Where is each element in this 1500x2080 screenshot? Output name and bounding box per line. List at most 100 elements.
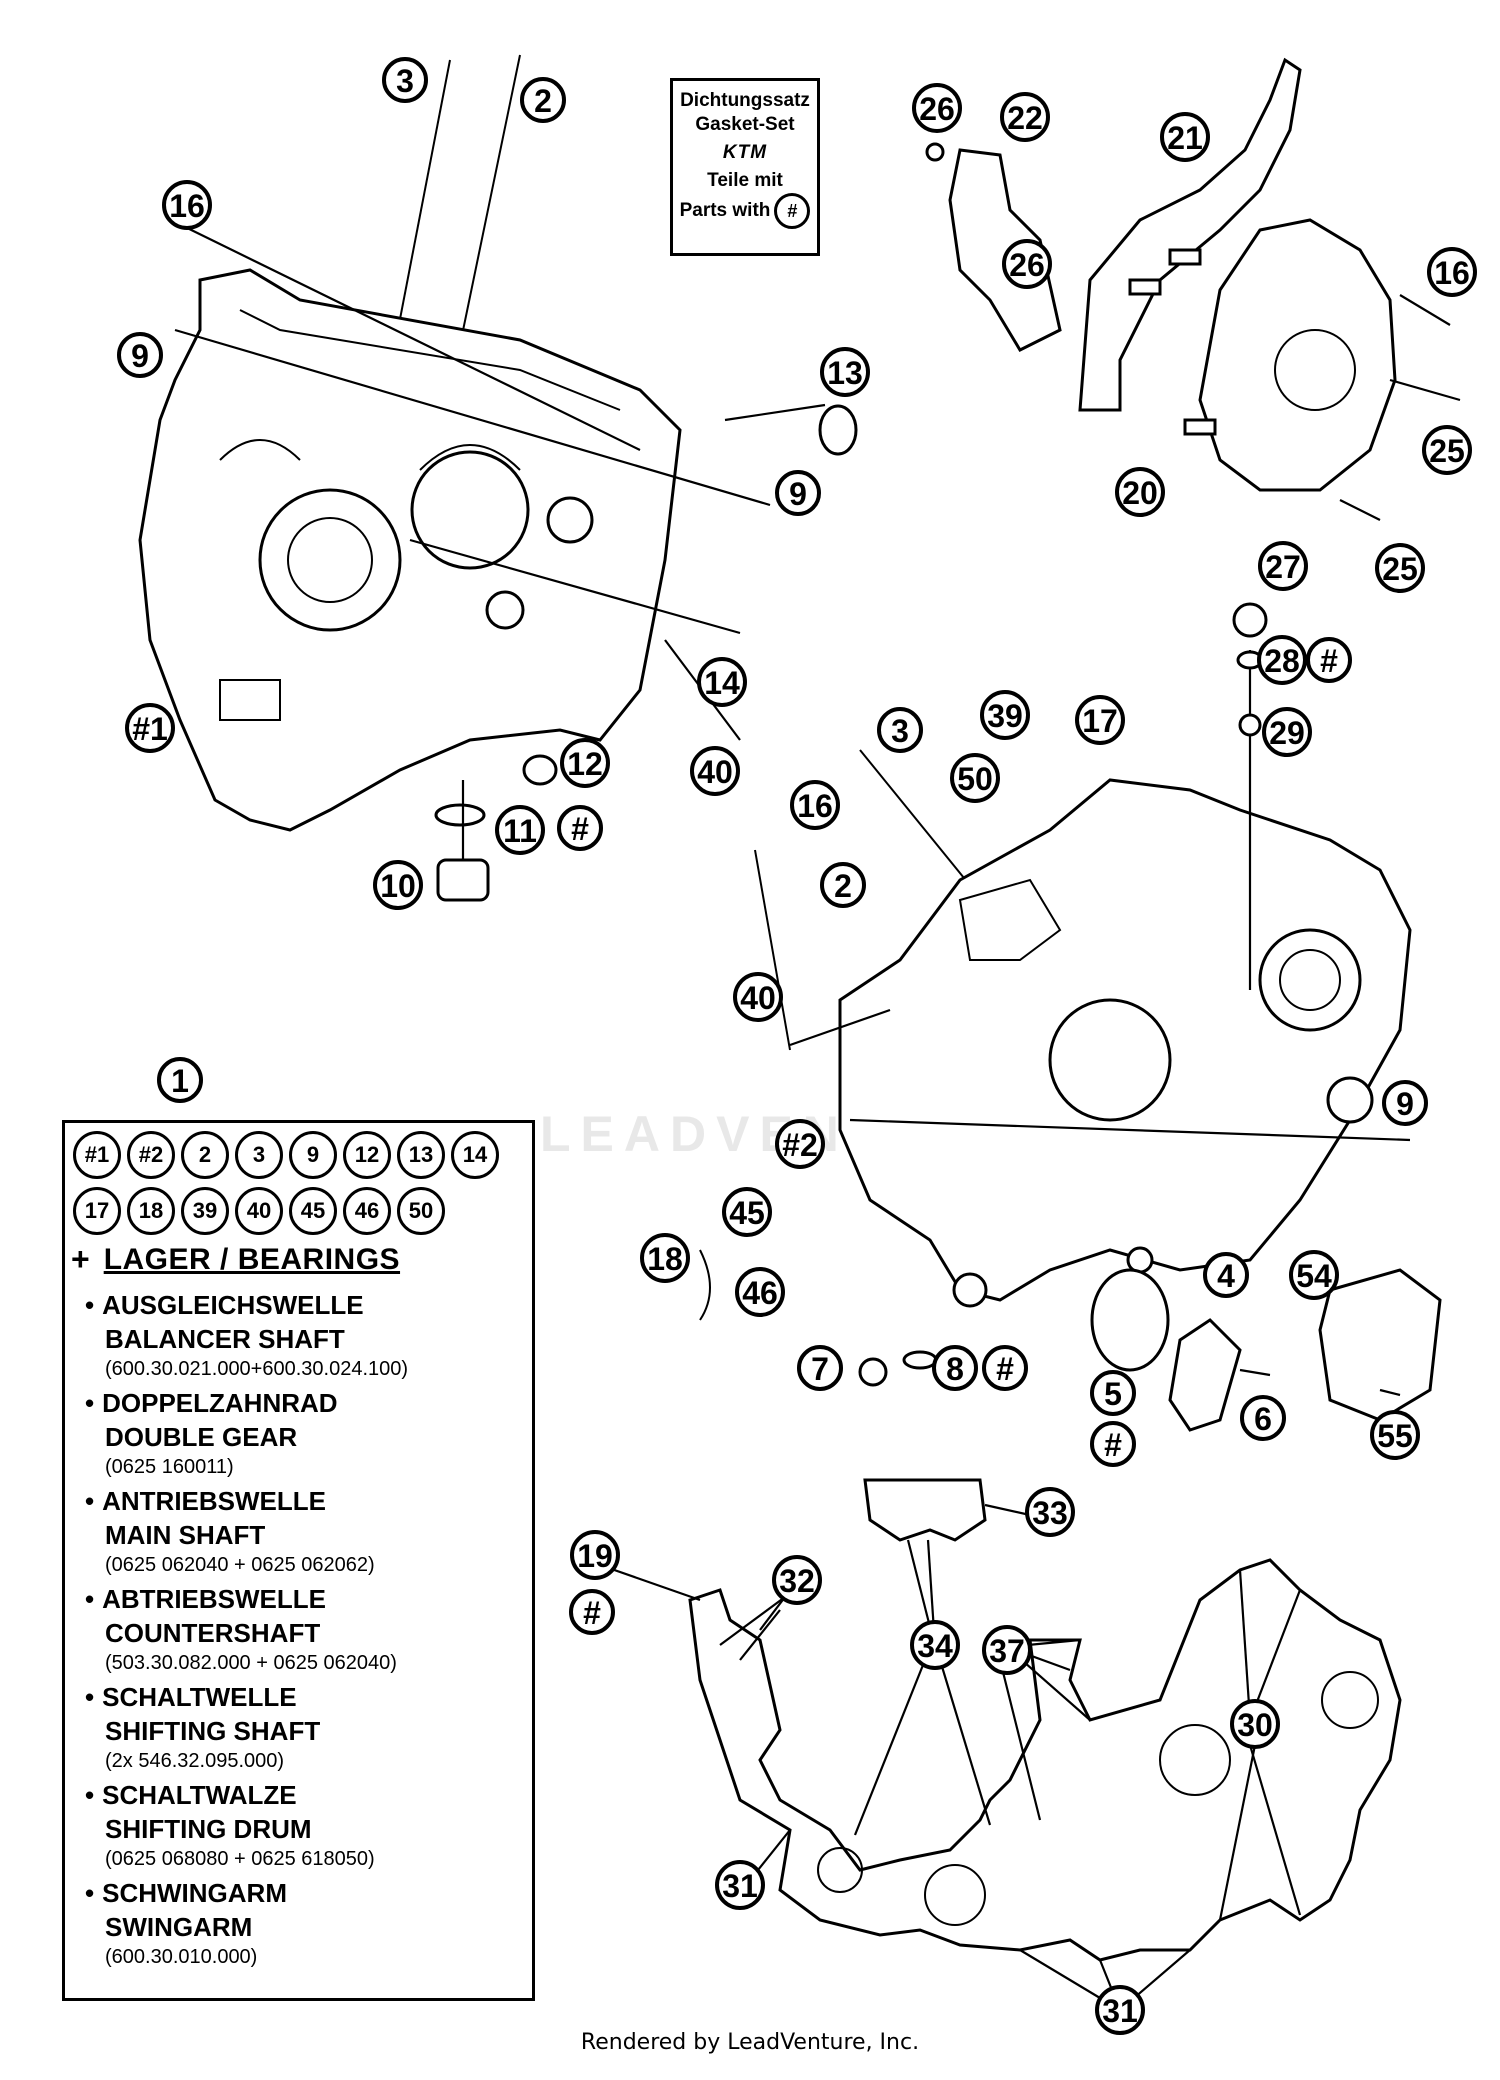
chip-12: 12 bbox=[343, 1131, 391, 1179]
callout-label: # bbox=[1104, 1427, 1122, 1463]
item-name-de: ABTRIEBSWELLE bbox=[85, 1582, 532, 1616]
callout-label: 2 bbox=[534, 83, 552, 119]
crankcase-right-drawing bbox=[699, 602, 1442, 1432]
callout-32: 32 bbox=[772, 1555, 822, 1605]
chip-9: 9 bbox=[289, 1131, 337, 1179]
callout-40: 40 bbox=[690, 746, 740, 796]
callout-19: 19 bbox=[570, 1530, 620, 1580]
callout-31: 31 bbox=[715, 1860, 765, 1910]
callout-label: 30 bbox=[1237, 1707, 1273, 1743]
callout-label: 12 bbox=[567, 746, 603, 782]
plus-sign: + bbox=[71, 1241, 90, 1277]
item-name-en: COUNTERSHAFT bbox=[105, 1618, 321, 1648]
callout-label: 54 bbox=[1296, 1258, 1332, 1294]
ktm-logo: KTM bbox=[722, 142, 768, 163]
gasket-set-line1: Dichtungssatz bbox=[680, 90, 810, 111]
callout-6: 6 bbox=[1240, 1395, 1286, 1441]
item-name-en: MAIN SHAFT bbox=[105, 1520, 266, 1550]
callout-28: 28 bbox=[1257, 635, 1307, 685]
item-name-de: DOPPELZAHNRAD bbox=[85, 1386, 532, 1420]
callout-label: 6 bbox=[1254, 1401, 1272, 1437]
callout-hash: # bbox=[557, 805, 603, 851]
item-part-number: (600.30.010.000) bbox=[105, 1946, 258, 1968]
callout-label: 25 bbox=[1429, 433, 1465, 469]
callout-21: 21 bbox=[1160, 112, 1210, 162]
item-name-de: AUSGLEICHSWELLE bbox=[85, 1288, 532, 1322]
item-name-de: SCHALTWELLE bbox=[85, 1680, 532, 1714]
callout-label: 14 bbox=[704, 665, 740, 701]
callout-label: 46 bbox=[742, 1275, 778, 1311]
hash-symbol: # bbox=[774, 193, 811, 229]
callout-label: 16 bbox=[1434, 255, 1470, 291]
callout-label: 10 bbox=[380, 868, 416, 904]
callout-55: 55 bbox=[1370, 1410, 1420, 1460]
callout-label: 31 bbox=[1102, 1993, 1138, 2029]
callout-9: 9 bbox=[117, 332, 163, 378]
callout-label: 40 bbox=[740, 980, 776, 1016]
callout-label: 50 bbox=[957, 761, 993, 797]
item-part-number: (0625 062040 + 0625 062062) bbox=[105, 1554, 375, 1576]
callout-label: 1 bbox=[171, 1063, 189, 1099]
callout-14: 14 bbox=[697, 657, 747, 707]
callout-label: #1 bbox=[132, 711, 168, 747]
chip-13: 13 bbox=[397, 1131, 445, 1179]
callout-26: 26 bbox=[1002, 239, 1052, 289]
item-part-number: (503.30.082.000 + 0625 062040) bbox=[105, 1652, 397, 1674]
legend-heading: + LAGER / BEARINGS bbox=[71, 1241, 532, 1278]
callout-50: 50 bbox=[950, 753, 1000, 803]
callout-label: 26 bbox=[1009, 247, 1045, 283]
item-name-en: BALANCER SHAFT bbox=[105, 1324, 345, 1354]
callout-label: 25 bbox=[1382, 551, 1418, 587]
chip-39: 39 bbox=[181, 1187, 229, 1235]
callout-label: 31 bbox=[722, 1868, 758, 1904]
callout-hash: # bbox=[982, 1345, 1028, 1391]
callout-hash: # bbox=[1090, 1421, 1136, 1467]
callout-label: # bbox=[996, 1351, 1014, 1387]
callout-13: 13 bbox=[820, 347, 870, 397]
callout-label: 39 bbox=[987, 698, 1023, 734]
callout-label: 3 bbox=[891, 713, 909, 749]
callout-label: 34 bbox=[917, 1628, 953, 1664]
chip-3: 3 bbox=[235, 1131, 283, 1179]
callout-label: 40 bbox=[697, 754, 733, 790]
callout-26: 26 bbox=[912, 83, 962, 133]
callout-label: 27 bbox=[1265, 549, 1301, 585]
cover-drawing bbox=[925, 57, 1461, 521]
callout-31: 31 bbox=[1095, 1985, 1145, 2035]
callout-label: 7 bbox=[811, 1351, 829, 1387]
callout-2: 2 bbox=[520, 77, 566, 123]
item-part-number: (2x 546.32.095.000) bbox=[105, 1750, 285, 1772]
callout-16: 16 bbox=[790, 780, 840, 830]
item-name-de: SCHALTWALZE bbox=[85, 1778, 532, 1812]
callout-34: 34 bbox=[910, 1620, 960, 1670]
callout-label: # bbox=[583, 1595, 601, 1631]
callout-5: 5 bbox=[1090, 1370, 1136, 1416]
callout-16: 16 bbox=[1427, 247, 1477, 297]
callout-label: 26 bbox=[919, 91, 955, 127]
callout-label: 45 bbox=[729, 1195, 765, 1231]
callout-label: 5 bbox=[1104, 1376, 1122, 1412]
callout-label: 55 bbox=[1377, 1418, 1413, 1454]
callout-label: 18 bbox=[647, 1241, 683, 1277]
callout-hash: # bbox=[569, 1589, 615, 1635]
item-name-de: SCHWINGARM bbox=[85, 1876, 532, 1910]
callout-label: 3 bbox=[396, 63, 414, 99]
callout-17: 17 bbox=[1075, 695, 1125, 745]
chip-2: 2 bbox=[181, 1131, 229, 1179]
callout-40: 40 bbox=[733, 972, 783, 1022]
callout-9: 9 bbox=[775, 470, 821, 516]
callout-8: 8 bbox=[932, 1345, 978, 1391]
callout-label: 17 bbox=[1082, 703, 1118, 739]
callout-label: 20 bbox=[1122, 475, 1158, 511]
callout-label: 8 bbox=[946, 1351, 964, 1387]
callout-11: 11 bbox=[495, 805, 545, 855]
callout-label: # bbox=[571, 811, 589, 847]
callout-25: 25 bbox=[1375, 543, 1425, 593]
